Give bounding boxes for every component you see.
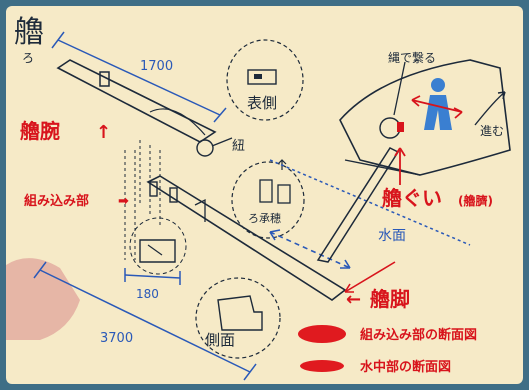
label-side-face: 側面: [205, 331, 235, 349]
label-front-face: 表側: [247, 94, 277, 112]
detail-side-bubble: [195, 277, 281, 359]
label-leg: 艪脚: [370, 287, 410, 311]
label-arm: 艪腕: [20, 119, 60, 143]
legend-water-section-swatch: [300, 360, 344, 372]
boat-hull: [339, 59, 511, 176]
person-figure: [431, 78, 445, 92]
label-peg-paren: (艪臍): [458, 193, 493, 208]
label-rope-pull: 縄で繋る: [388, 50, 436, 65]
label-kanji-note: ろ承穂: [248, 211, 281, 225]
label-advance: 進む: [480, 124, 504, 138]
label-rope: 紐: [232, 139, 245, 154]
label-water: 水面: [378, 228, 406, 244]
dim-3700: 3700: [100, 331, 133, 346]
diagram-title-reading: ろ: [22, 51, 34, 65]
oar-arm: [56, 59, 217, 143]
diagram-title: 艪: [14, 15, 44, 50]
dim-180: 180: [136, 287, 159, 301]
oar-leg: [146, 175, 347, 301]
label-leg-arrow: ←: [346, 289, 361, 310]
dim-line-1700: [57, 39, 221, 116]
label-arm-arrow: ↑: [96, 122, 111, 143]
red-object: [6, 258, 80, 340]
dim-1700: 1700: [140, 59, 173, 74]
legend-water-section: 水中部の断面図: [360, 359, 451, 375]
water-surface-line: [269, 159, 471, 246]
paper-sheet: [6, 6, 523, 384]
label-joint: 組み込み部: [24, 193, 89, 209]
label-joint-arrow: ➡: [118, 194, 129, 209]
legend-joint-section: 組み込み部の断面図: [360, 327, 477, 343]
legend-joint-section-swatch: [298, 325, 346, 343]
label-peg: 艪ぐい: [382, 186, 442, 210]
dim-line-3700: [39, 269, 251, 373]
detail-front-bubble: [226, 39, 304, 121]
